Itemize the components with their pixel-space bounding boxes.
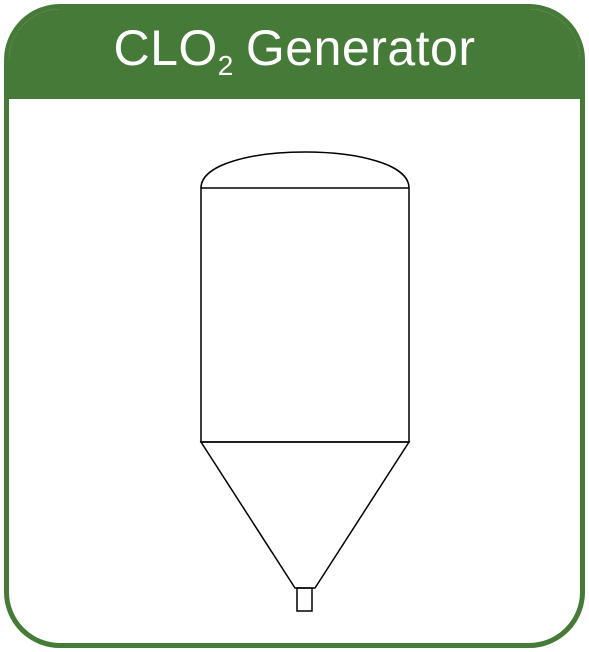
title-tail: Generator [245,19,476,76]
generator-card: CLO2 Generator [4,4,585,648]
title-subscript: 2 [217,49,234,81]
tank-dome [200,151,410,189]
tank-cone [199,441,411,589]
drain-outlet [296,587,313,612]
title-main: CLO [113,19,218,76]
title-bar: CLO2 Generator [9,9,580,99]
tank-body [200,187,410,443]
